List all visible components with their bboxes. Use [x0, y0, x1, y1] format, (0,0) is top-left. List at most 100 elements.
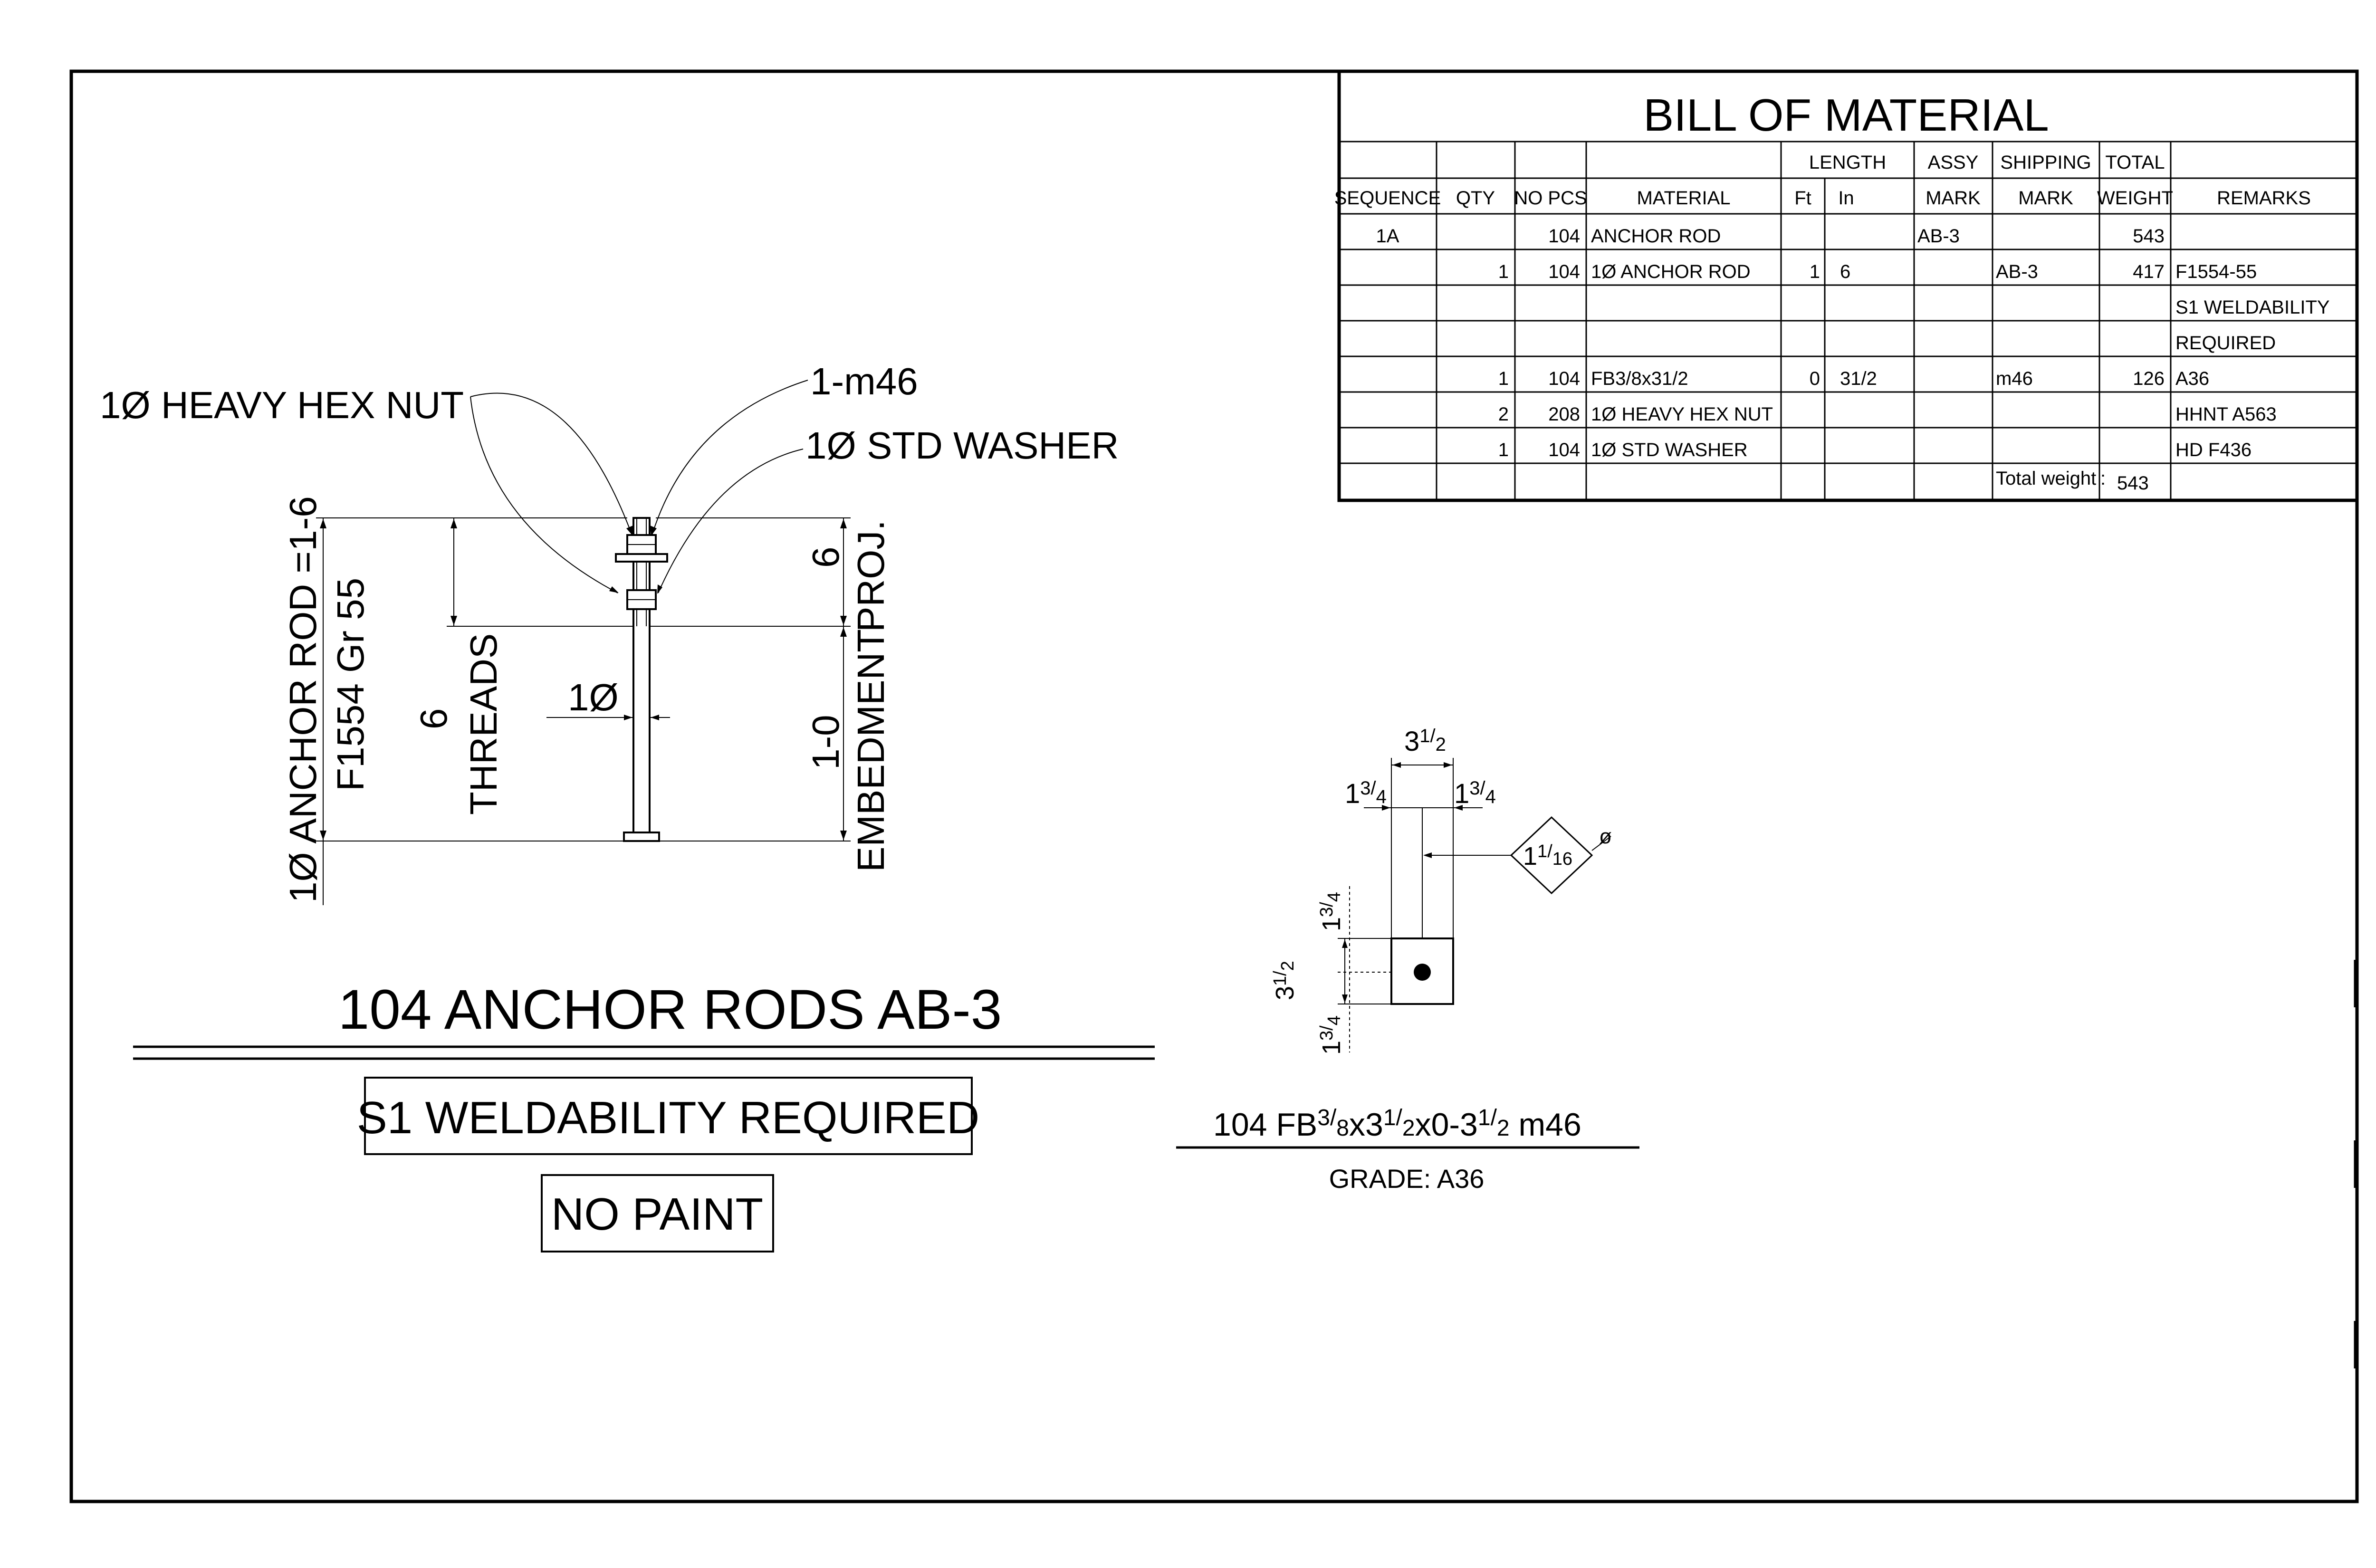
bom-col-length: LENGTH	[1809, 152, 1886, 173]
dim-overall-label-1: 1Ø ANCHOR ROD =1-6	[282, 496, 324, 903]
bom-cell-ship: AB-3	[1996, 261, 2038, 282]
svg-text:13/4: 13/4	[1317, 892, 1346, 931]
callout-std-washer: 1Ø STD WASHER	[805, 424, 1119, 467]
bom-cell-remarks: S1 WELDABILITY	[2175, 297, 2330, 318]
bom-cell-pcs: 104	[1548, 226, 1580, 247]
dim-proj-value: 6	[805, 547, 847, 568]
bom-cell-remarks: F1554-55	[2175, 261, 2257, 282]
bom-cell-pcs: 104	[1548, 261, 1580, 282]
bom-col-qty: QTY	[1456, 188, 1495, 209]
dim-embed-label: EMBEDMENT	[850, 629, 892, 872]
svg-text:11/16: 11/16	[1523, 841, 1572, 870]
bom-cell-remarks: HD F436	[2175, 440, 2251, 460]
paint-box	[541, 1174, 774, 1252]
plate-caption: 104 FB3/8x31/2x0-31/2 m46	[1213, 1105, 1581, 1143]
plate-grade: GRADE: A36	[1329, 1164, 1485, 1194]
bom-cell-remarks: A36	[2175, 368, 2209, 389]
bom-col-shipping: SHIPPING	[2000, 152, 2091, 173]
bom-col-nopcs: NO PCS	[1514, 188, 1587, 209]
hole-symbol: ø	[1599, 825, 1612, 848]
bom-total-label: Total weight	[1996, 468, 2096, 489]
bom-cell-remarks: HHNT A563	[2175, 404, 2277, 425]
bom-cell-material: 1Ø ANCHOR ROD	[1591, 261, 1751, 282]
anchor-rod	[632, 517, 651, 837]
bom-total-value: 543	[2117, 473, 2149, 494]
callout-mark: 1-m46	[810, 360, 918, 402]
bom-total: Total weight : 543	[1996, 468, 2149, 494]
bom-cell-weight: 543	[2133, 226, 2165, 247]
bom-cell-pcs: 208	[1548, 404, 1580, 425]
weldability-box	[364, 1077, 973, 1155]
svg-text:31/2: 31/2	[1404, 726, 1446, 757]
rod-labels: 1Ø HEAVY HEX NUT 1-m46 1Ø STD WASHER 1Ø …	[100, 360, 1119, 903]
bom-cell-weight: 126	[2133, 368, 2165, 389]
bom-title: BILL OF MATERIAL	[1643, 90, 2049, 141]
bom-cell-ft: 0	[1810, 368, 1820, 389]
paint-note: NO PAINT	[551, 1189, 763, 1240]
weldability-note: S1 WELDABILITY REQUIRED	[357, 1092, 980, 1143]
bom-col-weight: WEIGHT	[2097, 188, 2173, 209]
plate-width-num: 1	[1419, 726, 1430, 746]
plate-vert-mid-whole: 3	[1271, 986, 1299, 1000]
svg-text:13/4: 13/4	[1454, 778, 1496, 809]
bom-rows: 1A 104 ANCHOR ROD AB-3 543 1 104 1Ø ANCHOR ROD 1…	[1376, 226, 2330, 460]
plate-labels: 31/2 13/4 13/4 11/16 ø 13/4 31/2 13/4 10…	[1176, 726, 1639, 1194]
plate-edge-left-whole: 1	[1345, 778, 1360, 809]
bom-cell-qty: 1	[1498, 440, 1509, 460]
plate-width-whole: 3	[1404, 726, 1419, 757]
plate-hole	[1414, 964, 1431, 981]
bom-cell-ship: m46	[1996, 368, 2033, 389]
plate-vert-top-whole: 1	[1317, 917, 1346, 931]
bom-col-ship-mark: MARK	[2018, 188, 2073, 209]
dim-threads-label: THREADS	[462, 633, 505, 815]
svg-text:31/2: 31/2	[1270, 961, 1299, 1000]
bom-cell-pcs: 104	[1548, 368, 1580, 389]
plate-edge-right-whole: 1	[1454, 778, 1469, 809]
bom-cell-pcs: 104	[1548, 440, 1580, 460]
std-washer	[615, 553, 668, 563]
bom-cell-in: 31/2	[1840, 368, 1877, 389]
bom-col-material: MATERIAL	[1637, 188, 1730, 209]
hole-diamond	[1510, 816, 1593, 895]
dim-threads-value: 6	[412, 708, 455, 730]
bom-cell-qty: 1	[1498, 368, 1509, 389]
bom-cell-qty: 2	[1498, 404, 1509, 425]
plate-drawing	[1338, 758, 1611, 1052]
callout-heavy-hex-nut: 1Ø HEAVY HEX NUT	[100, 384, 464, 426]
bom-cell-assy: AB-3	[1917, 226, 1960, 247]
bom-col-assy-mark: MARK	[1926, 188, 1981, 209]
dim-proj-label: PROJ.	[850, 520, 892, 632]
dim-overall-label-2: F1554 Gr 55	[329, 578, 372, 791]
bom-col-assy: ASSY	[1928, 152, 1979, 173]
svg-text:13/4: 13/4	[1317, 1015, 1346, 1055]
plate-width-den: 2	[1436, 734, 1446, 755]
bom-cell-qty: 1	[1498, 261, 1509, 282]
bom-col-ft: Ft	[1794, 188, 1811, 209]
rod-head	[623, 832, 660, 842]
bom-cell-material: FB3/8x31/2	[1591, 368, 1688, 389]
bom-cell-material: 1Ø HEAVY HEX NUT	[1591, 404, 1773, 425]
bom-cell-material: 1Ø STD WASHER	[1591, 440, 1748, 460]
bom-col-sequence: SEQUENCE	[1334, 188, 1441, 209]
bom-table	[1337, 69, 2359, 502]
plate-vert-bot-whole: 1	[1317, 1041, 1346, 1055]
bom-total-colon: :	[2100, 468, 2106, 489]
bom-col-remarks: REMARKS	[2217, 188, 2311, 209]
bom-col-in: In	[1838, 188, 1854, 209]
bom-cell-seq: 1A	[1376, 226, 1399, 247]
main-title: 104 ANCHOR RODS AB-3	[338, 978, 1002, 1041]
bom-header: LENGTH ASSY SHIPPING TOTAL SEQUENCE QTY …	[1334, 152, 2311, 209]
hole-size-whole: 1	[1523, 842, 1537, 870]
bom-col-total: TOTAL	[2105, 152, 2165, 173]
dim-embed-value: 1-0	[805, 715, 847, 770]
sheet-border	[69, 69, 2359, 1503]
bom-cell-weight: 417	[2133, 261, 2165, 282]
bom-cell-remarks: REQUIRED	[2175, 333, 2276, 354]
bom-cell-ft: 1	[1810, 261, 1820, 282]
bom-cell-in: 6	[1840, 261, 1850, 282]
bom-cell-material: ANCHOR ROD	[1591, 226, 1721, 247]
svg-text:13/4: 13/4	[1345, 778, 1387, 809]
dim-diameter-label: 1Ø	[568, 676, 619, 718]
anchor-rod-drawing	[316, 380, 851, 905]
